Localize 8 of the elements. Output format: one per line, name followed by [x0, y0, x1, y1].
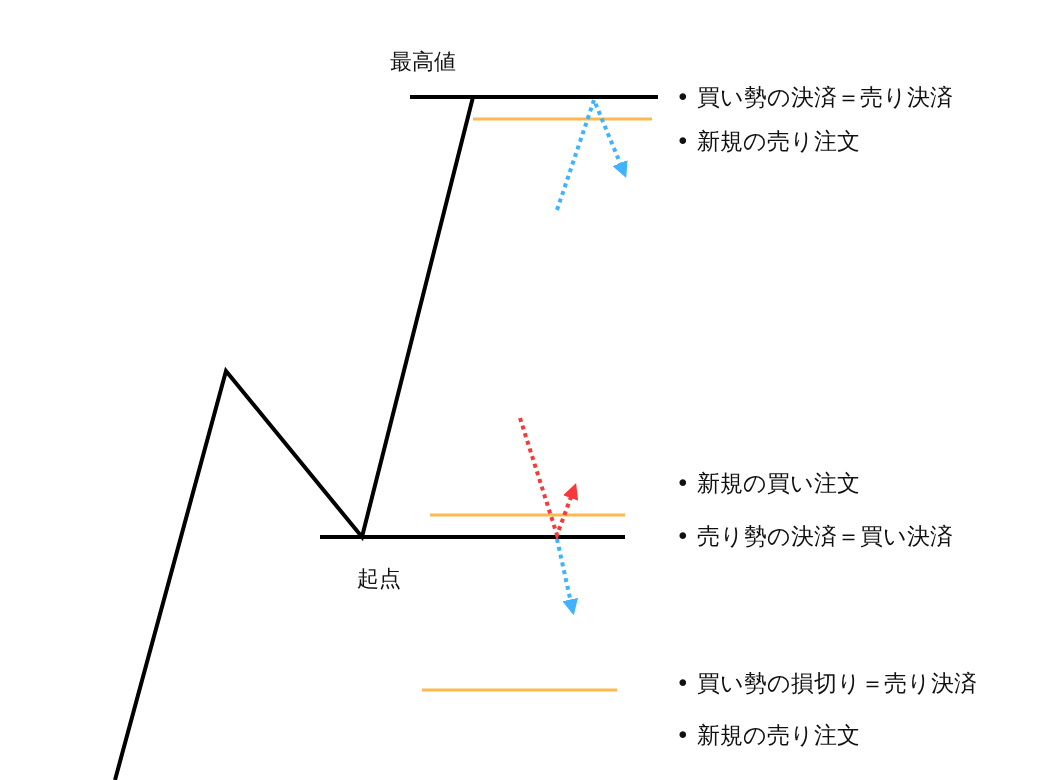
bullet-text: • 売り勢の決済＝買い決済 [676, 522, 953, 550]
bullet-text: • 買い勢の決済＝売り決済 [676, 83, 953, 111]
bullet-text: • 新規の売り注文 [676, 127, 860, 155]
level-label: 最高値 [390, 48, 456, 76]
bullet-text: • 新規の売り注文 [676, 721, 860, 749]
bullet-text: • 買い勢の損切り＝売り決済 [676, 669, 977, 697]
level-label: 起点 [357, 565, 401, 593]
bullet-text: • 新規の買い注文 [676, 469, 860, 497]
